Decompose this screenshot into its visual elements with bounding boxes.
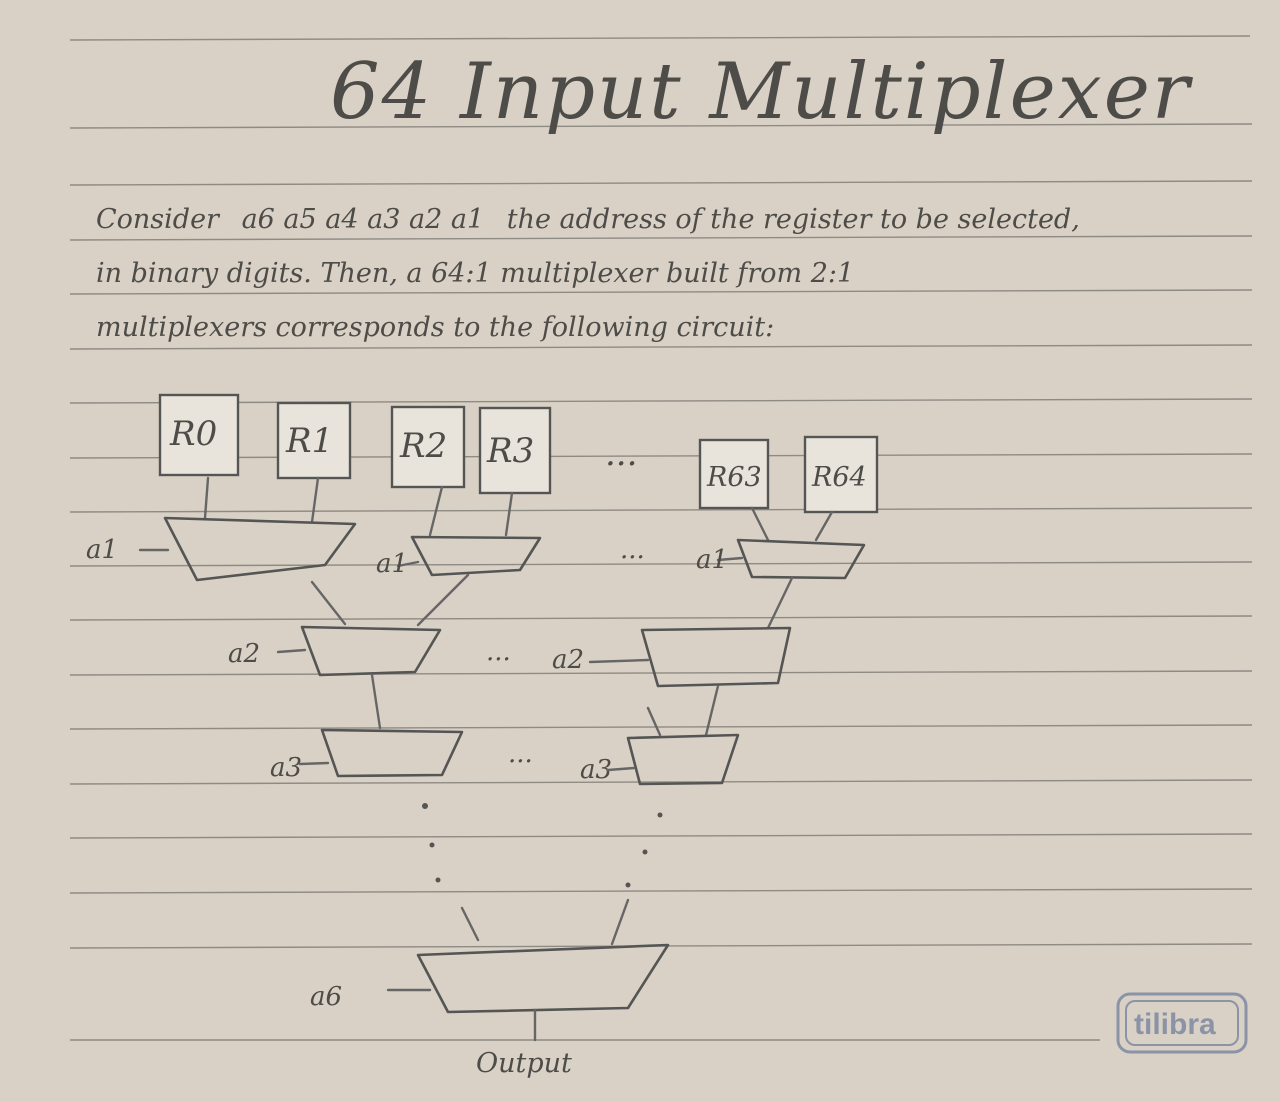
register-wires [203,476,834,542]
register-r0: R0 [158,393,240,477]
ellipsis-level1: ... [620,535,645,565]
mux-level1-right [736,538,866,580]
ruled-lines [69,35,1253,1041]
register-label: R2 [399,426,447,466]
level2-to-level3-wires [370,673,720,737]
mux-level3-right [626,733,740,786]
register-r63: R63 [698,438,770,510]
paragraph-line-2: in binary digits. Then, a 64:1 multiplex… [96,258,854,289]
select-line [716,556,744,562]
register-r64: R64 [803,435,879,514]
select-label-a2-right: a2 [552,645,584,675]
paragraph-line-1-suffix: the address of the register to be select… [507,204,1080,235]
register-label: R64 [811,462,867,493]
page-title: 64 Input Multiplexer [330,47,1194,137]
register-label: R0 [169,414,217,454]
select-label-a1-right: a1 [696,545,728,575]
output-label: Output [476,1048,572,1079]
select-label-a3-right: a3 [580,755,612,785]
select-line [298,761,330,766]
register-label: R3 [486,431,534,471]
mux-level1-mid [410,535,542,577]
select-label-a6: a6 [310,982,342,1012]
select-label-a1-left: a1 [86,535,118,565]
register-ellipsis: ... [605,434,637,474]
select-line [396,560,420,568]
mux-level3-left [320,728,464,778]
select-line [606,766,636,772]
paragraph-line-1-prefix: Consider [96,204,221,235]
vertical-ellipsis [422,803,663,888]
register-label: R63 [706,462,762,493]
mux-level1-left [163,516,357,582]
mux-level2-right [640,626,792,688]
ellipsis-level2: ... [486,637,511,667]
register-r1: R1 [276,401,352,480]
paragraph-line-1: Consider a6 a5 a4 a3 a2 a1 the address o… [96,204,1080,235]
address-bits: a6 a5 a4 a3 a2 a1 [242,204,485,235]
paragraph-line-3: multiplexers corresponds to the followin… [96,312,774,343]
select-label-a3-left: a3 [270,753,302,783]
final-input-wire [460,906,480,942]
ellipsis-level3: ... [508,739,533,769]
select-line [588,658,650,664]
register-label: R1 [285,421,333,461]
select-label-a1-mid: a1 [376,549,408,579]
mux-final [416,943,670,1014]
select-line [276,648,307,654]
register-r2: R2 [390,405,466,489]
register-r3: R3 [478,406,552,495]
brand-text: tilibra [1134,1008,1216,1041]
tilibra-logo: tilibra [1116,992,1248,1054]
select-label-a2-left: a2 [228,639,260,669]
final-input-wire [610,898,630,946]
mux-level2-left [300,625,442,677]
level1-to-level2-wires [310,573,794,630]
